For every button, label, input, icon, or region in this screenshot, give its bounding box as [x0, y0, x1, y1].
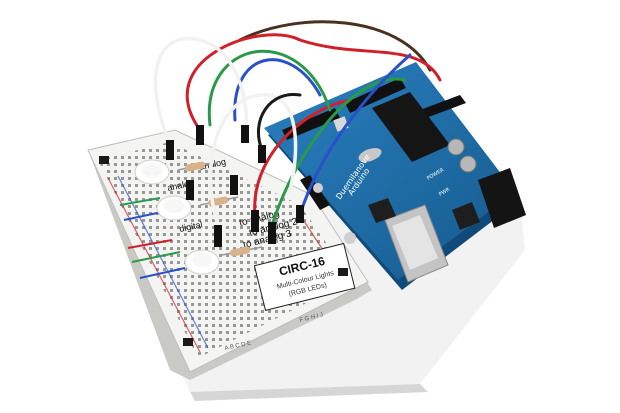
rgb-led — [184, 249, 220, 275]
wire-green — [270, 77, 407, 227]
wire-green — [207, 49, 332, 127]
circuit-card: CIRC-16 Multi-Colour Lights (RGB LEDs) — [253, 242, 356, 311]
breadboard — [87, 129, 372, 380]
wire-white — [208, 93, 298, 227]
jumper-wires — [153, 20, 442, 247]
wire-red — [253, 98, 352, 217]
rgb-led — [156, 195, 192, 221]
col-letters-bottom: A B C D E — [224, 340, 252, 351]
board-pwr-led-text: PWR — [438, 187, 451, 198]
wire-blue — [298, 53, 412, 217]
col-letters-right: F G H I J — [299, 312, 324, 324]
resistor — [221, 246, 263, 257]
wire-blue — [233, 58, 322, 122]
label-digital: digital — [178, 219, 203, 234]
wire-brown — [238, 20, 432, 72]
wire-black — [256, 93, 302, 152]
breadboard-jumpers — [99, 156, 348, 346]
rgb-led — [134, 159, 170, 185]
arduino-board: Duemilanove Arduino POWER PWR — [264, 62, 526, 290]
rgb-leds — [134, 159, 220, 275]
resistor — [177, 161, 213, 172]
